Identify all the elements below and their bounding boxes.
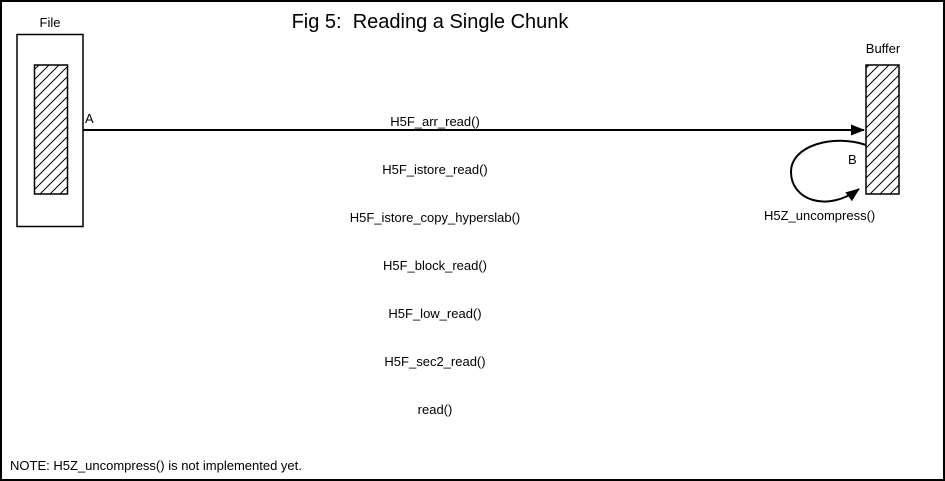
buffer-hatched-rect [865,64,900,195]
uncompress-function-label: H5Z_uncompress() [764,208,876,223]
call-stack-list: H5F_arr_read() H5F_istore_read() H5F_ist… [350,82,521,450]
call-stack-line: H5F_block_read() [382,258,488,273]
uncompress-loop-arrow-b [789,139,867,203]
arrow-a-label: A [85,111,94,126]
call-stack-line: H5F_istore_read() [382,162,488,177]
footnote: NOTE: H5Z_uncompress() is not implemente… [10,458,302,473]
file-box-label: File [39,15,61,30]
call-stack-line: H5F_istore_copy_hyperslab() [349,210,521,225]
figure-title: Fig 5: Reading a Single Chunk [291,11,569,33]
call-stack-line: H5F_arr_read() [390,114,480,129]
call-stack-line: H5F_low_read() [388,306,482,321]
buffer-box-label: Buffer [865,41,901,56]
call-stack-line: H5F_sec2_read() [384,354,486,369]
arrow-b-label: B [848,152,857,167]
call-stack-line: read() [417,402,453,417]
file-chunk-hatched-rect [33,64,69,195]
